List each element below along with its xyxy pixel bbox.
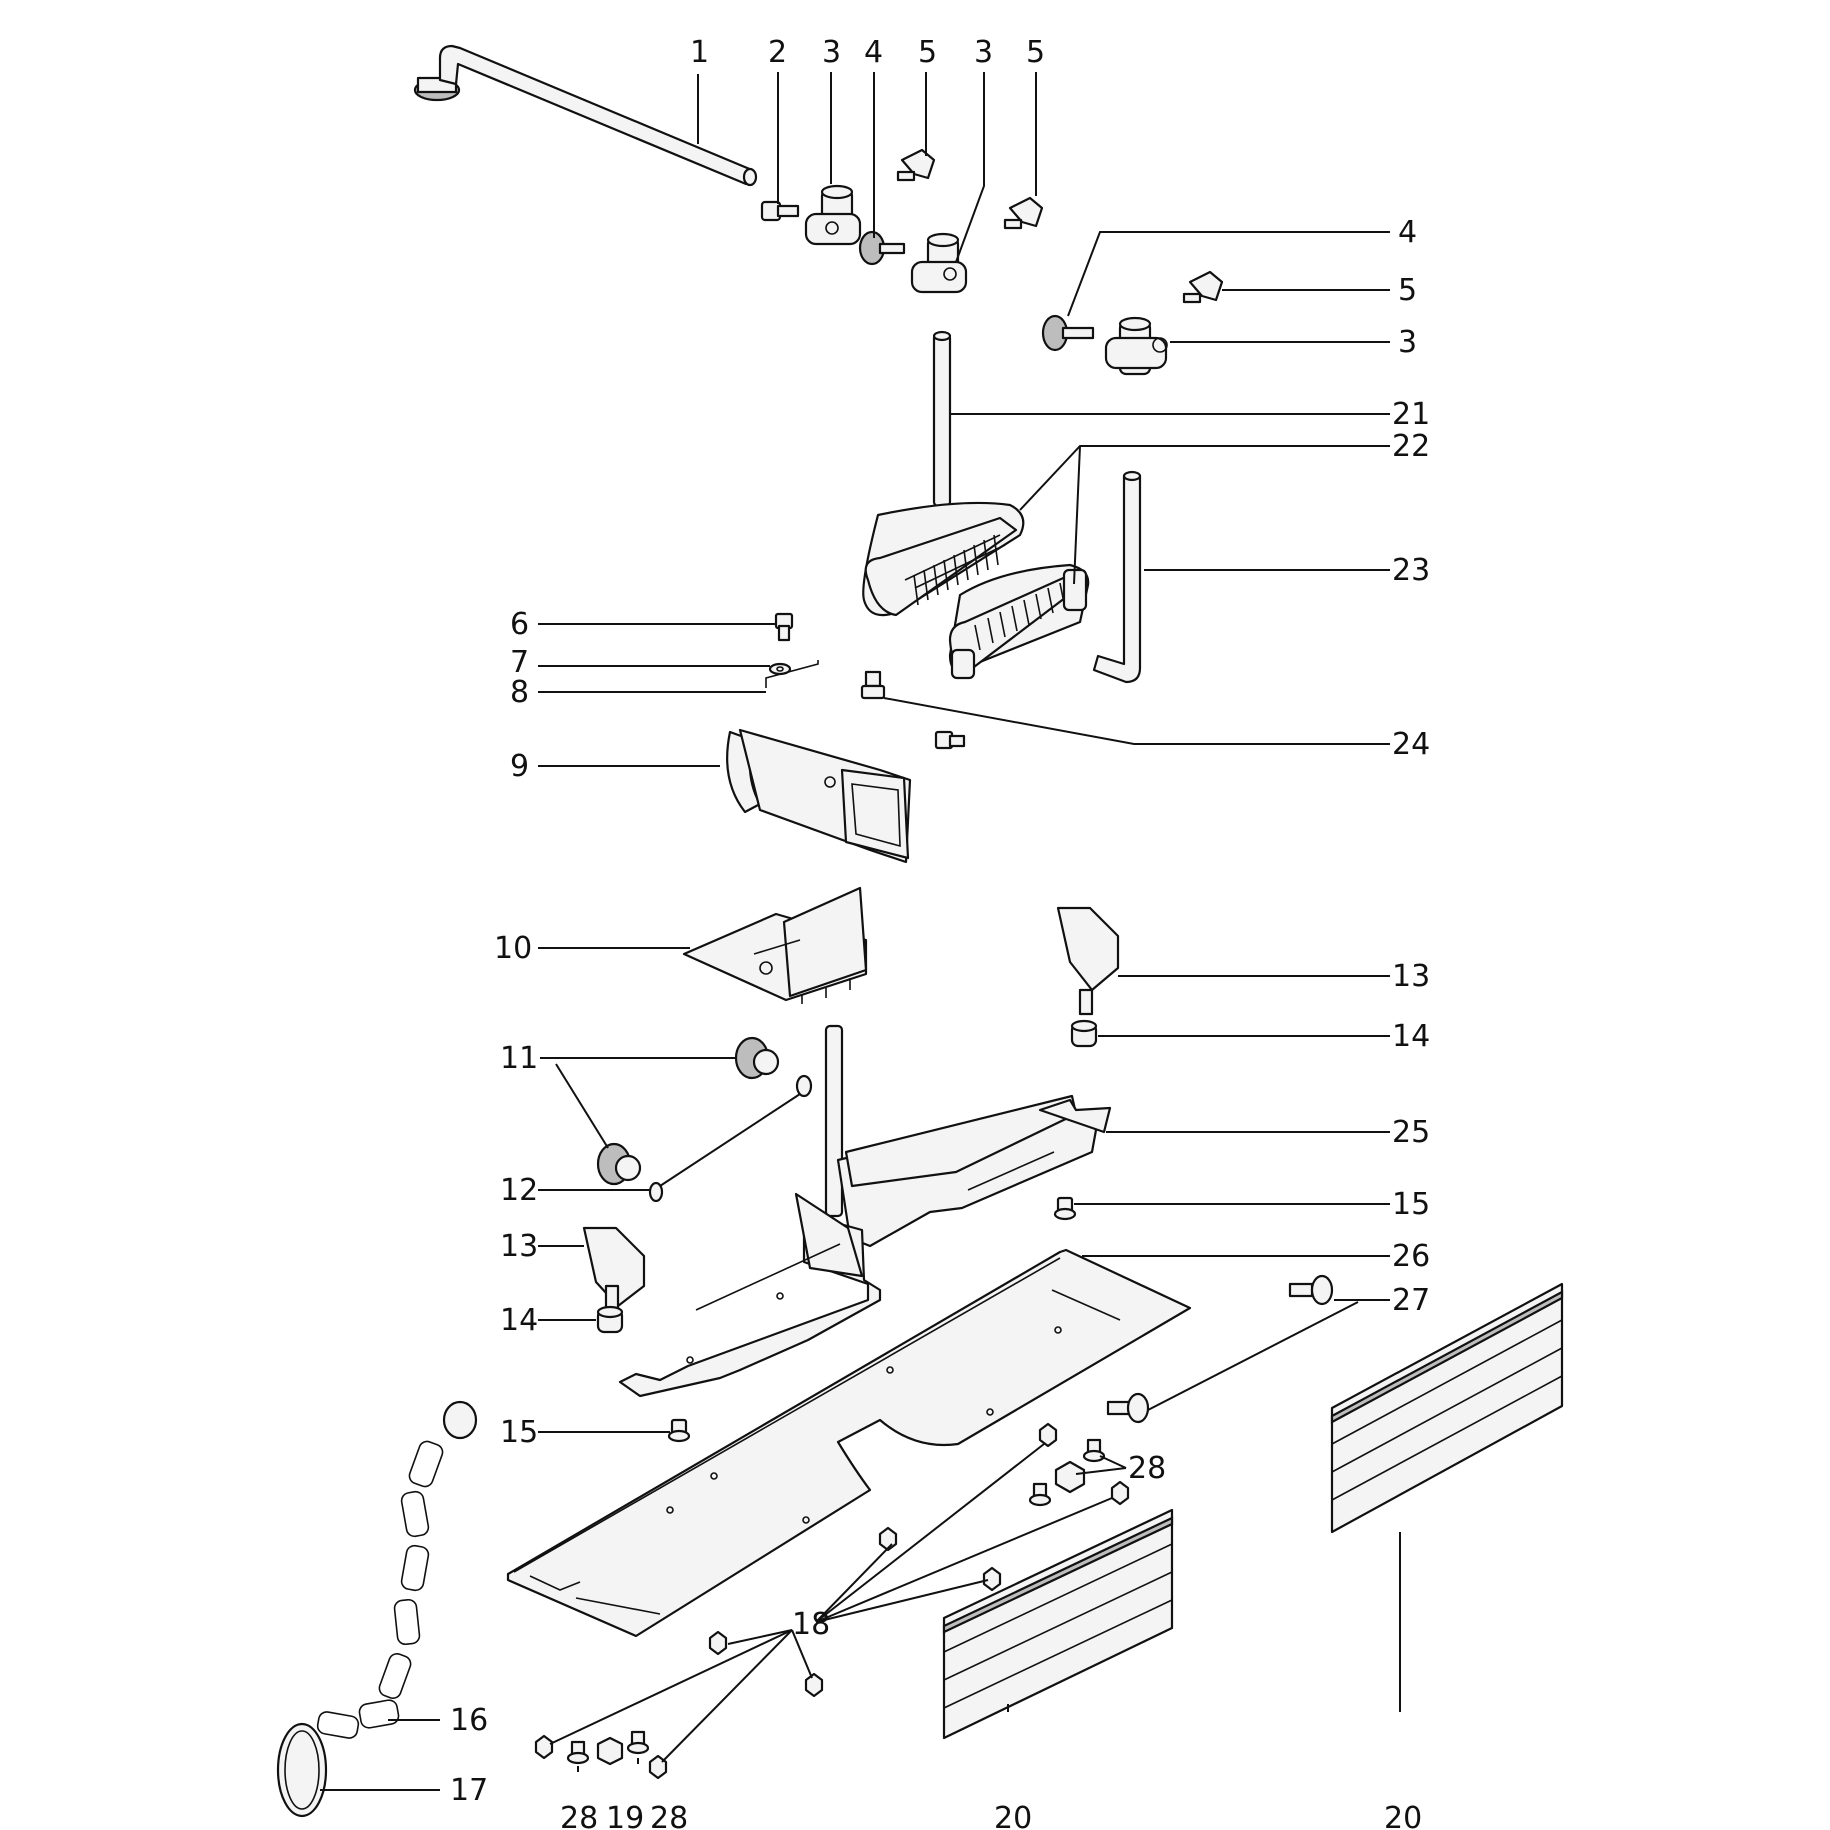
part-16-chain [316, 1400, 478, 1739]
label-part-17: 17 [450, 1773, 488, 1808]
part-18-nut-d [982, 1566, 1002, 1592]
part-5-wing-screw-a [896, 148, 936, 182]
part-28-screw-a [1082, 1438, 1106, 1463]
callout-labels: 1 2 3 4 5 3 5 4 5 3 21 22 23 6 7 8 24 9 … [450, 35, 1430, 1830]
label-part-15a: 15 [1392, 1187, 1430, 1222]
part-3-clamp-block-a [804, 184, 862, 246]
part-24-screw-a [860, 670, 886, 700]
part-22-rack-bracket-b [948, 563, 1090, 680]
label-part-20a: 20 [994, 1801, 1032, 1830]
part-18-nut-g [534, 1734, 554, 1760]
label-part-28a: 28 [1128, 1451, 1166, 1486]
part-14-sleeve-b [596, 1305, 624, 1334]
part-4-knurled-nut-b [1041, 314, 1095, 352]
label-part-28b: 28 [560, 1801, 598, 1830]
part-14-sleeve-a [1070, 1019, 1098, 1048]
part-15-screw-a [1053, 1196, 1077, 1221]
label-part-27: 27 [1392, 1283, 1430, 1318]
part-4-knurled-nut-a [858, 230, 906, 266]
label-part-1: 1 [690, 35, 709, 70]
part-5-wing-screw-b [1003, 196, 1044, 230]
part-26-sliding-base [618, 1192, 882, 1398]
part-22-rack-bracket-a [862, 501, 1025, 617]
part-6-screw [774, 612, 794, 642]
label-part-2: 2 [768, 35, 787, 70]
part-3-clamp-block-c [1104, 316, 1168, 376]
part-18-nut-e [708, 1630, 728, 1656]
label-part-24: 24 [1392, 727, 1430, 762]
label-part-22: 22 [1392, 429, 1430, 464]
part-26-base-plate [506, 1248, 1192, 1638]
part-11-knurled-knob-a [734, 1036, 780, 1080]
label-part-15b: 15 [500, 1415, 538, 1450]
part-1-guide-rod [413, 44, 758, 187]
label-part-3b: 3 [974, 35, 993, 70]
part-17-ring [276, 1722, 328, 1818]
part-18-nut-b [1110, 1480, 1130, 1506]
part-5-wing-screw-c [1182, 270, 1224, 304]
part-19-nut-b [596, 1736, 624, 1766]
part-2-screw [760, 200, 800, 222]
part-15-screw-b [667, 1418, 691, 1443]
part-13-wing-knob-a [1056, 906, 1120, 1016]
label-part-21: 21 [1392, 397, 1430, 432]
part-18-nut-a [1038, 1422, 1058, 1448]
label-part-19: 19 [606, 1801, 644, 1830]
label-part-13b: 13 [500, 1229, 538, 1264]
part-19-nut-a [1054, 1460, 1086, 1494]
label-part-3a: 3 [822, 35, 841, 70]
leader-lines [320, 72, 1401, 1791]
label-part-28c: 28 [650, 1801, 688, 1830]
part-20-extension-panel-a [942, 1508, 1174, 1740]
label-part-4a: 4 [864, 35, 883, 70]
part-28-screw-d [626, 1730, 650, 1755]
label-part-5b: 5 [1026, 35, 1045, 70]
label-part-3c: 3 [1398, 325, 1417, 360]
label-part-23: 23 [1392, 553, 1430, 588]
part-23-l-rod [1092, 470, 1142, 684]
part-11-knurled-knob-b [596, 1142, 642, 1186]
label-part-16: 16 [450, 1703, 488, 1738]
label-part-6: 6 [510, 607, 529, 642]
part-12-washer-a [795, 1074, 813, 1098]
part-21-rod [932, 330, 952, 508]
label-part-14b: 14 [500, 1303, 538, 1338]
part-12-washer-b [648, 1181, 664, 1203]
label-part-10: 10 [494, 931, 532, 966]
part-20-extension-panel-b [1330, 1282, 1564, 1534]
part-3-clamp-block-b [910, 232, 968, 294]
part-24-screw-b [934, 730, 966, 750]
label-part-5c: 5 [1398, 273, 1417, 308]
label-part-8: 8 [510, 675, 529, 710]
label-part-25: 25 [1392, 1115, 1430, 1150]
label-part-13a: 13 [1392, 959, 1430, 994]
part-9-adapter-sleeve [726, 728, 912, 864]
label-part-20b: 20 [1384, 1801, 1422, 1830]
label-part-18: 18 [792, 1607, 830, 1642]
part-28-screw-c [566, 1740, 590, 1765]
part-27-screw-b [1106, 1392, 1150, 1424]
part-25-fence-carrier [824, 1024, 1112, 1248]
label-part-7: 7 [510, 645, 529, 680]
label-part-26: 26 [1392, 1239, 1430, 1274]
label-part-9: 9 [510, 749, 529, 784]
part-18-nut-f [804, 1672, 824, 1698]
part-8-spring-clip [765, 660, 819, 688]
label-part-4b: 4 [1398, 215, 1417, 250]
part-13-wing-knob-b [582, 1226, 646, 1312]
label-part-12: 12 [500, 1173, 538, 1208]
label-part-14a: 14 [1392, 1019, 1430, 1054]
label-part-5a: 5 [918, 35, 937, 70]
part-28-screw-b [1028, 1482, 1052, 1507]
label-part-11: 11 [500, 1041, 538, 1076]
part-27-screw-a [1288, 1274, 1334, 1306]
part-10-angle-bracket [682, 886, 868, 1004]
